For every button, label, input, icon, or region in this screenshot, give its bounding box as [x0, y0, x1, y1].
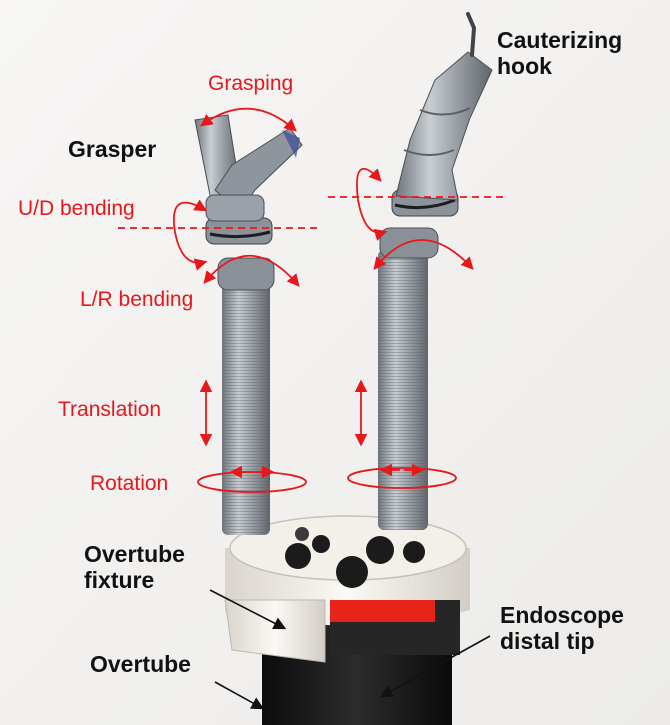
ud-arc-left [173, 199, 208, 271]
lr-arc-left [203, 254, 300, 287]
fixture-pointer [209, 589, 287, 630]
overtube-pointer [214, 681, 265, 710]
cauterizing-hook-label: Cauterizing hook [497, 27, 623, 80]
overtube-fixture-body [224, 515, 470, 663]
overtube-fixture-label: Overtube fixture [84, 541, 185, 594]
pointer-arrows [209, 589, 491, 710]
endoscope-line1: Endoscope [500, 602, 624, 628]
cauterizing-hook-line1: Cauterizing [497, 27, 623, 53]
overtube-fixture-line1: Overtube [84, 541, 185, 567]
rotation-label: Rotation [90, 472, 169, 495]
rotation-ellipse-left [197, 471, 307, 493]
overtube-label: Overtube [90, 651, 191, 677]
rotation-ellipse-right [347, 467, 457, 489]
endoscope-label: Endoscope distal tip [500, 602, 624, 655]
grasping-arc [199, 107, 297, 132]
overtube-fixture-line2: fixture [84, 566, 155, 593]
grasper-label: Grasper [68, 136, 157, 162]
motion-annotations [118, 107, 505, 493]
lr-bending-label: L/R bending [80, 288, 194, 311]
translation-label: Translation [58, 398, 162, 421]
endoscope-pointer [379, 635, 491, 698]
ud-arc-right [356, 167, 388, 241]
grasping-label: Grasping [208, 72, 294, 95]
endoscope-line2: distal tip [500, 627, 595, 654]
lr-arc-right [373, 239, 474, 270]
ud-bending-label: U/D bending [18, 197, 135, 220]
cauterizing-hook-line2: hook [497, 52, 552, 79]
hook-instrument [378, 12, 493, 530]
